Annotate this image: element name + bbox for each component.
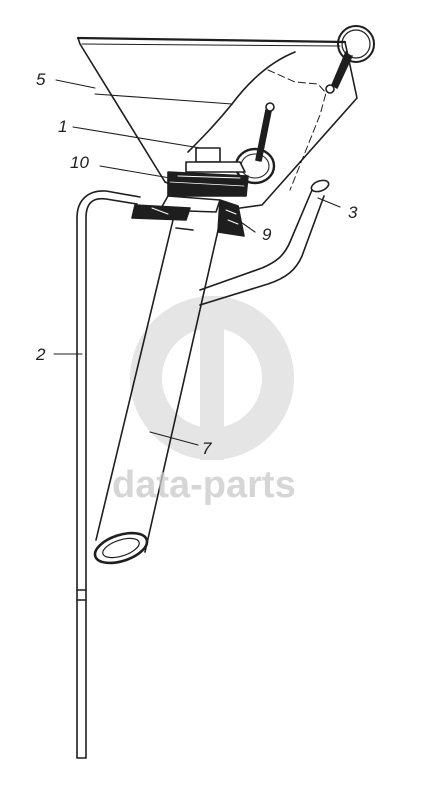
- label-part-3: 3: [348, 203, 358, 222]
- breather-pipe-part-3: [199, 179, 330, 306]
- label-part-1: 1: [58, 117, 67, 136]
- filler-tube-part-7: [93, 219, 220, 565]
- flange-block: [131, 171, 249, 237]
- plug-part-1: [185, 147, 246, 173]
- leader-lines: [53, 79, 341, 446]
- dipstick-part-2: [76, 190, 141, 759]
- funnel-body: [76, 36, 358, 210]
- watermark-text: data-parts: [112, 464, 296, 506]
- label-part-10: 10: [70, 153, 89, 172]
- label-part-5: 5: [36, 70, 46, 89]
- label-part-7: 7: [202, 439, 212, 458]
- label-part-9: 9: [262, 225, 272, 244]
- watermark-logo: [130, 296, 294, 460]
- chain-hook: [255, 25, 375, 162]
- label-part-2: 2: [35, 345, 46, 364]
